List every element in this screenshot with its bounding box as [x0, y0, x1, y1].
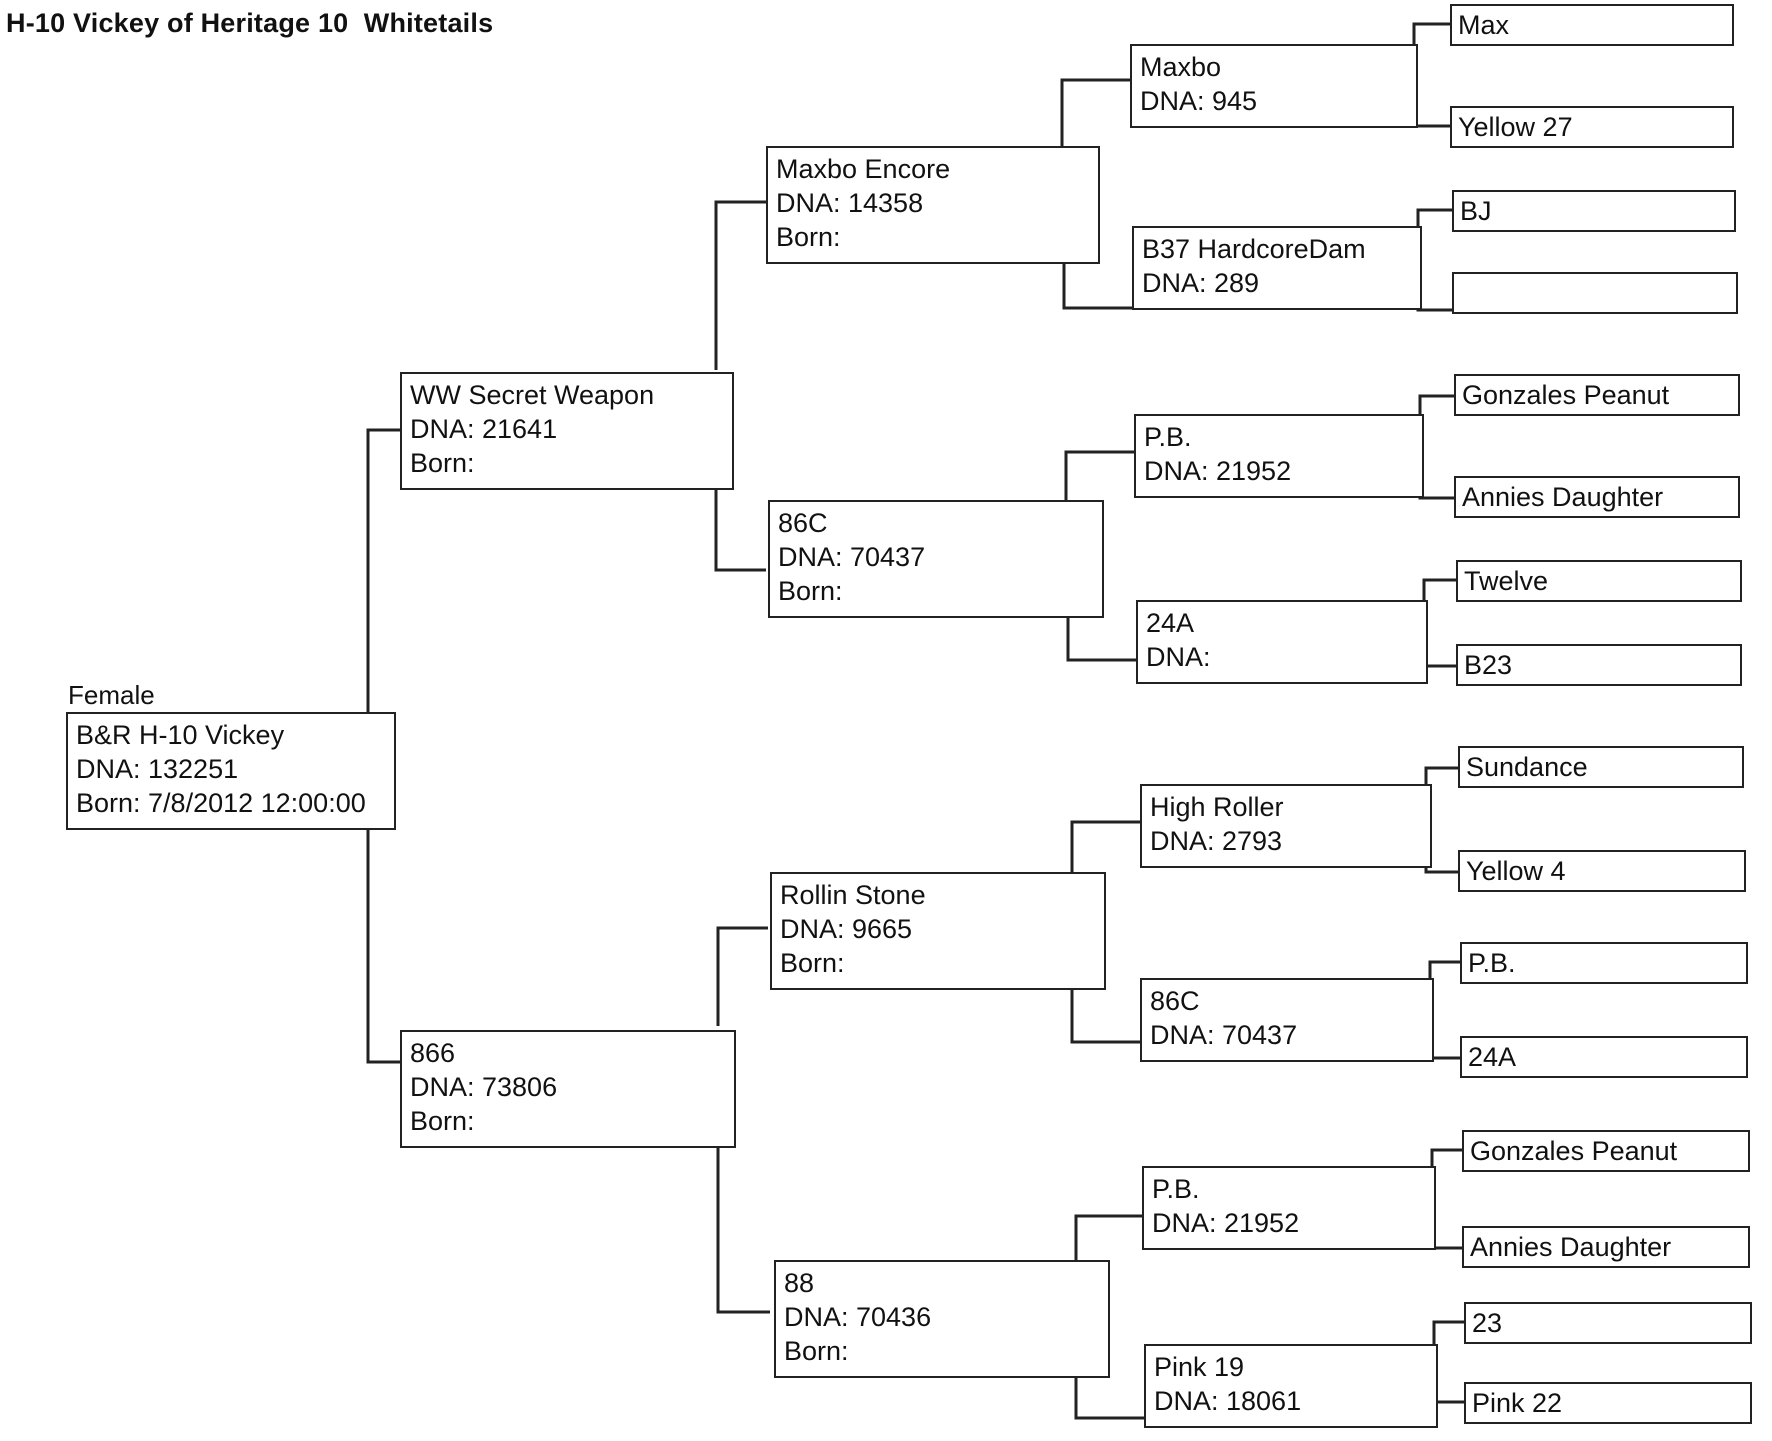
great-great-grandparent-box: Pink 22 — [1464, 1382, 1752, 1424]
subject-box: B&R H-10 Vickey DNA: 132251 Born: 7/8/20… — [66, 712, 396, 830]
great-great-grandparent-name: Gonzales Peanut — [1462, 380, 1670, 410]
grandparent-born: Born: — [778, 576, 843, 606]
grandparent-box: Maxbo Encore DNA: 14358 Born: — [766, 146, 1100, 264]
great-great-grandparent-name: 23 — [1472, 1308, 1503, 1338]
great-great-grandparent-box: Twelve — [1456, 560, 1742, 602]
great-great-grandparent-name: Annies Daughter — [1462, 482, 1664, 512]
great-great-grandparent-name: BJ — [1460, 196, 1492, 226]
subject-dna: DNA: 132251 — [76, 754, 239, 784]
sire-born: Born: — [410, 448, 475, 478]
grandparent-name: 86C — [778, 508, 828, 538]
grandparent-born: Born: — [780, 948, 845, 978]
great-grandparent-box: B37 HardcoreDam DNA: 289 — [1132, 226, 1422, 310]
great-great-grandparent-box: Annies Daughter — [1454, 476, 1740, 518]
great-grandparent-name: 24A — [1146, 608, 1195, 638]
great-great-grandparent-name: Pink 22 — [1472, 1388, 1563, 1418]
great-grandparent-name: B37 HardcoreDam — [1142, 234, 1366, 264]
great-grandparent-dna: DNA: 18061 — [1154, 1386, 1302, 1416]
great-great-grandparent-box: 23 — [1464, 1302, 1752, 1344]
great-great-grandparent-name: 24A — [1468, 1042, 1517, 1072]
great-great-grandparent-box — [1452, 272, 1738, 314]
great-grandparent-name: Maxbo — [1140, 52, 1222, 82]
dam-box: 866 DNA: 73806 Born: — [400, 1030, 736, 1148]
great-grandparent-name: Pink 19 — [1154, 1352, 1245, 1382]
grandparent-name: 88 — [784, 1268, 815, 1298]
grandparent-box: Rollin Stone DNA: 9665 Born: — [770, 872, 1106, 990]
grandparent-dna: DNA: 70437 — [778, 542, 926, 572]
great-great-grandparent-name: Gonzales Peanut — [1470, 1136, 1678, 1166]
great-great-grandparent-box: Yellow 4 — [1458, 850, 1746, 892]
sire-box: WW Secret Weapon DNA: 21641 Born: — [400, 372, 734, 490]
great-great-grandparent-name: Sundance — [1466, 752, 1588, 782]
great-grandparent-dna: DNA: 21952 — [1152, 1208, 1300, 1238]
great-grandparent-dna: DNA: 21952 — [1144, 456, 1292, 486]
sire-name: WW Secret Weapon — [410, 380, 655, 410]
dam-dna: DNA: 73806 — [410, 1072, 558, 1102]
dam-name: 866 — [410, 1038, 456, 1068]
great-grandparent-name: P.B. — [1144, 422, 1192, 452]
great-grandparent-box: Maxbo DNA: 945 — [1130, 44, 1418, 128]
grandparent-born: Born: — [784, 1336, 849, 1366]
great-great-grandparent-box: Annies Daughter — [1462, 1226, 1750, 1268]
great-grandparent-box: High Roller DNA: 2793 — [1140, 784, 1432, 868]
great-grandparent-box: P.B. DNA: 21952 — [1142, 1166, 1436, 1250]
dam-born: Born: — [410, 1106, 475, 1136]
great-great-grandparent-box: P.B. — [1460, 942, 1748, 984]
great-grandparent-name: High Roller — [1150, 792, 1284, 822]
grandparent-dna: DNA: 9665 — [780, 914, 913, 944]
great-great-grandparent-box: Yellow 27 — [1450, 106, 1734, 148]
subject-name: B&R H-10 Vickey — [76, 720, 285, 750]
grandparent-dna: DNA: 70436 — [784, 1302, 932, 1332]
sex-label: Female — [68, 680, 155, 710]
great-great-grandparent-box: Sundance — [1458, 746, 1744, 788]
great-grandparent-dna: DNA: 70437 — [1150, 1020, 1298, 1050]
great-great-grandparent-box: Gonzales Peanut — [1462, 1130, 1750, 1172]
great-great-grandparent-name: P.B. — [1468, 948, 1516, 978]
great-great-grandparent-box: 24A — [1460, 1036, 1748, 1078]
sire-dna: DNA: 21641 — [410, 414, 558, 444]
great-great-grandparent-box: BJ — [1452, 190, 1736, 232]
great-great-grandparent-box: Max — [1450, 4, 1734, 46]
grandparent-name: Rollin Stone — [780, 880, 926, 910]
grandparent-box: 88 DNA: 70436 Born: — [774, 1260, 1110, 1378]
great-great-grandparent-name: Twelve — [1464, 566, 1549, 596]
great-great-grandparent-name: Yellow 4 — [1466, 856, 1566, 886]
great-grandparent-box: 24A DNA: — [1136, 600, 1428, 684]
grandparent-name: Maxbo Encore — [776, 154, 951, 184]
pedigree-title: H-10 Vickey of Heritage 10 Whitetails — [6, 8, 494, 38]
great-grandparent-name: P.B. — [1152, 1174, 1200, 1204]
great-grandparent-dna: DNA: 289 — [1142, 268, 1260, 298]
great-great-grandparent-name: Max — [1458, 10, 1510, 40]
great-great-grandparent-name: Yellow 27 — [1458, 112, 1573, 142]
grandparent-box: 86C DNA: 70437 Born: — [768, 500, 1104, 618]
great-great-grandparent-box: B23 — [1456, 644, 1742, 686]
great-grandparent-box: P.B. DNA: 21952 — [1134, 414, 1424, 498]
great-grandparent-dna: DNA: — [1146, 642, 1211, 672]
grandparent-born: Born: — [776, 222, 841, 252]
great-grandparent-box: Pink 19 DNA: 18061 — [1144, 1344, 1438, 1428]
great-great-grandparent-box: Gonzales Peanut — [1454, 374, 1740, 416]
great-great-grandparent-name: Annies Daughter — [1470, 1232, 1672, 1262]
great-great-grandparent-name: B23 — [1464, 650, 1513, 680]
subject-born: Born: 7/8/2012 12:00:00 — [76, 788, 366, 818]
great-grandparent-name: 86C — [1150, 986, 1200, 1016]
grandparent-dna: DNA: 14358 — [776, 188, 924, 218]
great-grandparent-box: 86C DNA: 70437 — [1140, 978, 1434, 1062]
great-grandparent-dna: DNA: 945 — [1140, 86, 1258, 116]
great-grandparent-dna: DNA: 2793 — [1150, 826, 1283, 856]
